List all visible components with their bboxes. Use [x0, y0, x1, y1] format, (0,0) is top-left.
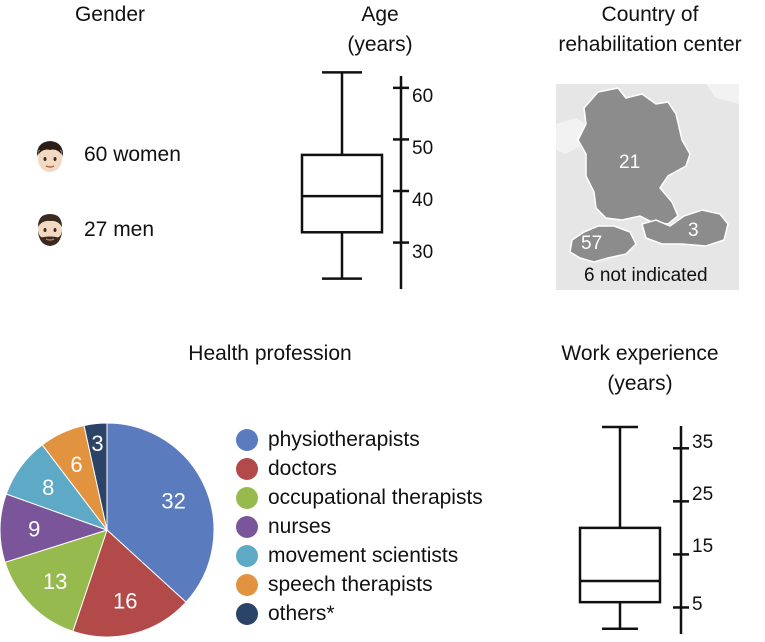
legend-item: nurses: [236, 513, 331, 541]
pie-label-8: 8: [42, 475, 54, 500]
legend-item: occupational therapists: [236, 484, 483, 512]
legend-item: others*: [236, 600, 335, 628]
age-title-line2: (years): [347, 33, 413, 56]
not-indicated-label: 6 not indicated: [584, 265, 708, 286]
pie-slice-nurses: [0, 493, 109, 563]
pie-label-13: 13: [43, 569, 67, 594]
work-tick-15: 15: [692, 536, 714, 557]
profession-title: Health profession: [188, 342, 352, 365]
bearded-man-emoji-icon: [30, 209, 70, 249]
legend-item: movement scientists: [236, 542, 458, 570]
legend-swatch: [236, 603, 258, 625]
switzerland-shape: [569, 225, 637, 263]
austria-shape: [641, 209, 729, 247]
austria-count: 3: [688, 220, 699, 241]
country-title-line2: rehabilitation center: [558, 33, 742, 56]
pie-slice-physiotherapists: [106, 422, 215, 603]
work-title-line1: Work experience: [561, 342, 719, 365]
legend-swatch: [236, 516, 258, 538]
pie-label-6: 6: [70, 452, 82, 477]
country-title-line1: Country of: [601, 3, 699, 26]
germany-count: 21: [619, 152, 641, 173]
age-box: [300, 153, 384, 234]
legend-label: physiotherapists: [268, 428, 420, 451]
work-title: Work experience (years): [540, 339, 740, 399]
work-tick-25: 25: [692, 484, 714, 505]
age-tick-60: 60: [412, 86, 434, 107]
work-title-line2: (years): [607, 372, 673, 395]
legend-swatch: [236, 545, 258, 567]
men-count-label: 27 men: [84, 218, 155, 241]
women-count-label: 60 women: [84, 143, 181, 166]
legend-swatch: [236, 574, 258, 596]
age-title: Age (years): [305, 0, 455, 60]
pie-label-9: 9: [28, 517, 40, 542]
legend-swatch: [236, 458, 258, 480]
age-tick-40: 40: [412, 190, 434, 211]
legend-label: occupational therapists: [268, 486, 483, 509]
age-tick-30: 30: [412, 242, 434, 263]
age-title-line1: Age: [361, 3, 399, 26]
legend-swatch: [236, 487, 258, 509]
legend-item: doctors: [236, 455, 337, 483]
legend-label: doctors: [268, 457, 337, 480]
legend-label: speech therapists: [268, 573, 433, 596]
pie-label-16: 16: [113, 588, 137, 613]
gender-title: Gender: [74, 3, 146, 26]
germany-shape: [577, 87, 691, 225]
work-tick-35: 35: [692, 432, 714, 453]
legend-label: movement scientists: [268, 544, 459, 567]
legend-label: others*: [268, 602, 335, 625]
woman-emoji-icon: [30, 136, 70, 176]
pie-slice-doctors: [72, 529, 187, 638]
pie-label-32: 32: [161, 489, 185, 514]
work-box: [578, 526, 662, 604]
work-tick-5: 5: [692, 594, 703, 615]
pie-label-3: 3: [91, 431, 103, 456]
switzerland-count: 57: [581, 233, 603, 254]
pie-slice-occupational-therapists: [4, 529, 108, 633]
country-map: 21 3 57 6 not indicated: [556, 84, 739, 290]
age-tick-50: 50: [412, 138, 434, 159]
pie-slice-others-: [83, 422, 108, 531]
legend-swatch: [236, 429, 258, 451]
profession-legend: physiotherapists doctors occupational ther…: [236, 426, 546, 636]
legend-label: nurses: [268, 515, 332, 538]
country-title: Country of rehabilitation center: [540, 0, 760, 60]
legend-item: physiotherapists: [236, 426, 420, 454]
legend-item: speech therapists: [236, 571, 433, 599]
